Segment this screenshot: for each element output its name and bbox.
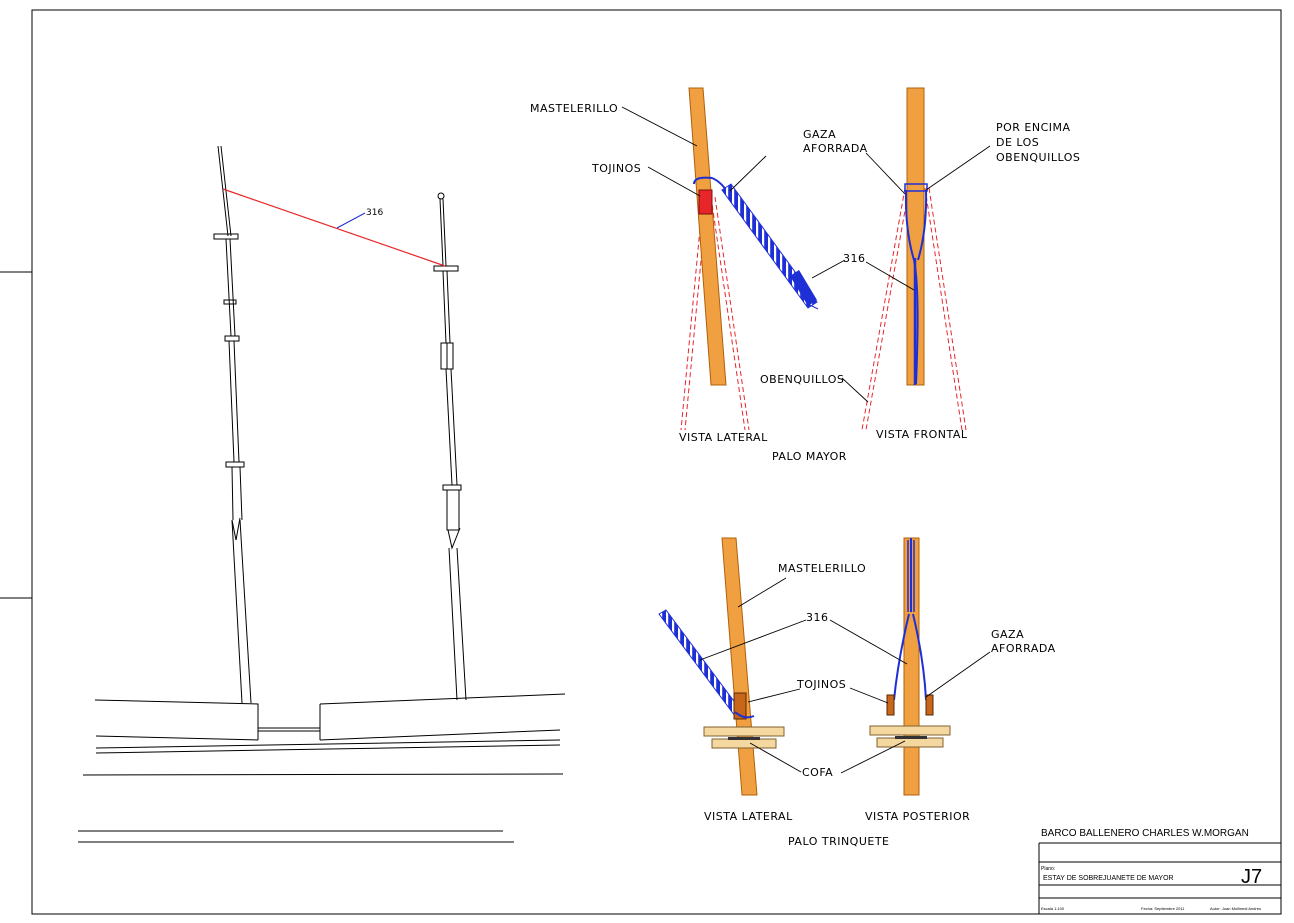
fore-back-rope xyxy=(893,538,927,701)
fore-back-crosstree xyxy=(895,736,927,739)
fore-side-cofa-top xyxy=(703,726,785,737)
fore-back-cofa-bottom xyxy=(876,737,944,748)
main-label-above-2: DE LOS xyxy=(996,136,1039,149)
main-label-tojinos: TOJINOS xyxy=(591,162,641,175)
main-label-316: 316 xyxy=(843,252,866,265)
main-side-stay-end xyxy=(790,270,817,306)
main-label-obenquillos: OBENQUILLOS xyxy=(760,373,844,386)
overview-stay-line xyxy=(222,188,446,267)
main-front-collar xyxy=(904,183,928,192)
main-leaders xyxy=(621,106,991,403)
overview-hull xyxy=(78,693,566,843)
main-front-shrouds xyxy=(861,187,967,431)
fore-label-gaza-1: GAZA xyxy=(991,628,1024,641)
main-label-gaza-2: AFORRADA xyxy=(803,142,868,155)
fore-label-view-back: VISTA POSTERIOR xyxy=(865,810,970,823)
fore-leaders xyxy=(699,577,991,774)
title-author: Autor: Joan Mollinedi Andreu xyxy=(1210,906,1261,911)
overview-stay-number: 316 xyxy=(366,208,383,218)
fore-side-cofa-bottom xyxy=(711,738,777,749)
overview-drawing xyxy=(78,145,566,843)
fore-back-tojino-right xyxy=(925,694,934,716)
title-code: J7 xyxy=(1241,866,1262,888)
main-label-mastelerillo: MASTELERILLO xyxy=(530,102,618,115)
main-label-above-1: POR ENCIMA xyxy=(996,121,1071,134)
main-label-title: PALO MAYOR xyxy=(772,450,847,463)
overview-fore-mast xyxy=(433,192,467,701)
fore-side-mast xyxy=(721,537,758,796)
fore-side-view xyxy=(658,537,785,796)
fore-back-tojino-left xyxy=(886,694,895,716)
fore-label-title: PALO TRINQUETE xyxy=(788,835,890,848)
main-label-above-3: OBENQUILLOS xyxy=(996,151,1080,164)
fore-back-cofa-top xyxy=(869,725,951,736)
title-plan-label: Plano: xyxy=(1041,866,1055,872)
main-label-view-side: VISTA LATERAL xyxy=(679,431,768,444)
main-label-view-front: VISTA FRONTAL xyxy=(876,428,968,441)
title-plan: ESTAY DE SOBREJUANETE DE MAYOR xyxy=(1043,875,1174,882)
title-ship: BARCO BALLENERO CHARLES W.MORGAN xyxy=(1041,828,1249,839)
overview-stay-leader xyxy=(336,212,366,229)
fore-label-mastelerillo: MASTELERILLO xyxy=(778,562,866,575)
overview-main-mast xyxy=(213,145,252,704)
main-side-shrouds xyxy=(680,196,750,431)
main-label-gaza-1: GAZA xyxy=(803,128,836,141)
title-scale: Escala 1:100 xyxy=(1041,906,1065,911)
title-block: BARCO BALLENERO CHARLES W.MORGAN Plano: … xyxy=(1038,828,1281,914)
fore-label-316: 316 xyxy=(806,611,829,624)
fore-label-tojinos: TOJINOS xyxy=(796,678,846,691)
sheet-border xyxy=(31,9,1282,915)
main-side-stay-tail xyxy=(809,304,819,310)
fore-label-view-side: VISTA LATERAL xyxy=(704,810,793,823)
fore-label-cofa: COFA xyxy=(802,766,833,779)
main-front-view xyxy=(861,87,967,431)
main-side-tojino xyxy=(698,189,713,215)
title-date: Fecha: Septiembre 2011 xyxy=(1141,906,1185,911)
fore-label-gaza-2: AFORRADA xyxy=(991,642,1056,655)
main-side-mast xyxy=(688,87,727,386)
fore-side-crosstree xyxy=(728,737,760,740)
fore-back-view xyxy=(869,537,951,796)
fore-side-gaza xyxy=(734,711,755,719)
main-side-view xyxy=(680,87,819,431)
